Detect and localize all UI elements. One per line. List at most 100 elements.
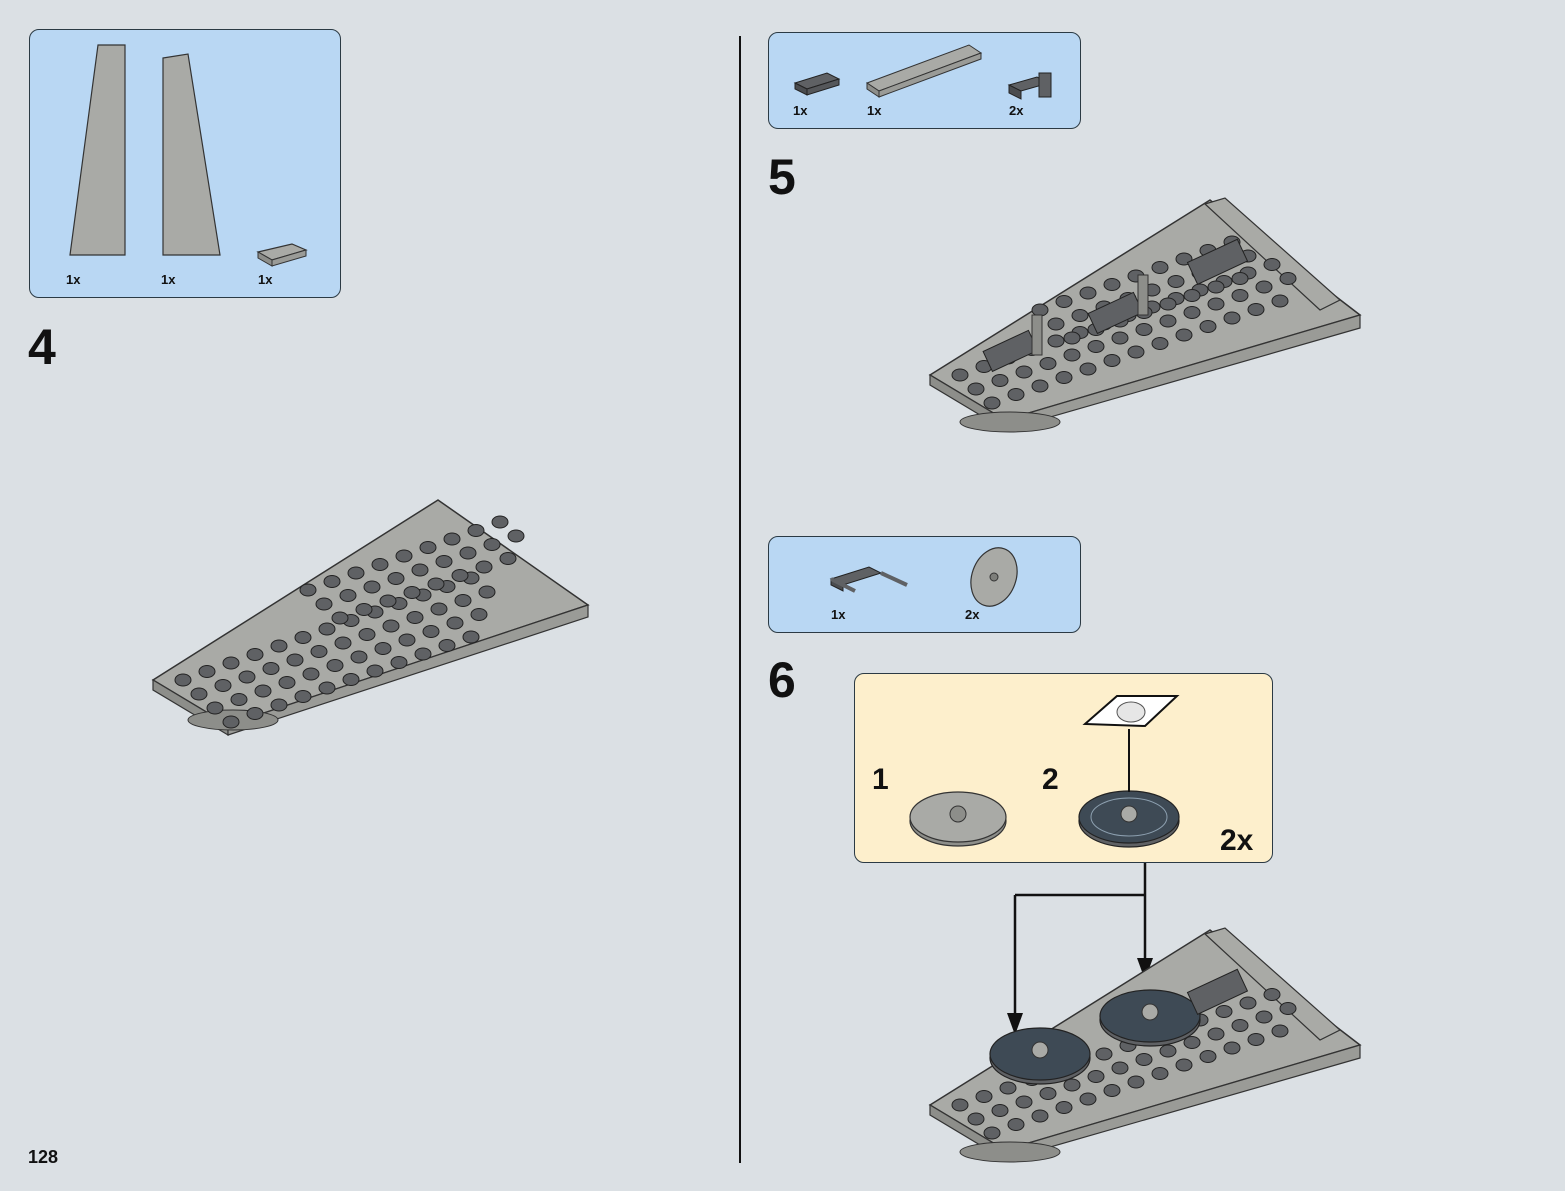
stud xyxy=(1239,996,1257,1010)
stud xyxy=(198,665,216,678)
stud xyxy=(1055,295,1073,308)
stud xyxy=(991,374,1009,387)
stud xyxy=(1039,1087,1057,1100)
stud xyxy=(1135,323,1153,336)
step6-number: 6 xyxy=(768,652,796,708)
stud xyxy=(350,650,368,664)
stud xyxy=(1159,314,1177,328)
stud xyxy=(1183,1036,1201,1049)
stud xyxy=(419,541,437,554)
stud xyxy=(1039,357,1057,370)
stud xyxy=(422,625,440,638)
stud xyxy=(238,670,256,684)
stud xyxy=(286,653,304,667)
stud xyxy=(1151,1067,1169,1080)
stud xyxy=(483,538,501,551)
stud xyxy=(1015,1095,1033,1109)
mounted-dish-right xyxy=(1099,989,1201,1047)
stud xyxy=(374,642,392,655)
step4-part1-qty: 1x xyxy=(66,272,81,287)
step4-number: 4 xyxy=(28,319,56,375)
stud xyxy=(1103,354,1121,367)
stud xyxy=(1263,258,1281,271)
step4-part2-qty: 1x xyxy=(161,272,176,287)
stud xyxy=(1055,1101,1073,1114)
step5-part2-qty: 1x xyxy=(867,103,882,118)
stud xyxy=(222,656,240,670)
stud xyxy=(507,529,525,543)
stud xyxy=(1215,1005,1233,1018)
stud xyxy=(1151,261,1169,274)
step5-number: 5 xyxy=(768,149,796,205)
stud xyxy=(1199,1050,1217,1063)
step6-parts-icons xyxy=(829,547,1018,607)
stud xyxy=(358,628,376,641)
stud xyxy=(366,664,384,678)
step6-parts-callout: 1x 2x xyxy=(768,536,1081,633)
stud xyxy=(398,633,416,647)
stud xyxy=(975,1090,993,1103)
stud xyxy=(1183,306,1201,319)
sub-step-2-number: 2 xyxy=(1042,763,1059,796)
stud xyxy=(1047,334,1065,348)
stud xyxy=(1207,297,1225,311)
stud xyxy=(278,676,296,689)
step5-model-illustration xyxy=(928,197,1362,433)
stud xyxy=(435,555,453,568)
stud xyxy=(1095,1047,1113,1061)
step4-model-illustration xyxy=(151,499,590,737)
stud xyxy=(430,602,448,616)
stud xyxy=(1207,280,1225,294)
stud xyxy=(190,687,208,701)
stud xyxy=(246,648,264,661)
step5-parts-callout: 1x 1x 2x xyxy=(768,32,1081,129)
stud xyxy=(262,662,280,675)
stud xyxy=(414,647,432,661)
stud xyxy=(318,622,336,636)
stud xyxy=(1031,379,1049,393)
stud xyxy=(454,594,472,607)
stud xyxy=(1279,1002,1297,1015)
stud xyxy=(411,563,429,577)
stud xyxy=(1055,371,1073,384)
stud xyxy=(967,382,985,396)
step6-part2-qty: 2x xyxy=(965,607,980,622)
stud xyxy=(1103,278,1121,291)
stud xyxy=(382,619,400,633)
stud xyxy=(462,630,480,644)
stud xyxy=(499,552,517,565)
stud xyxy=(1175,1058,1193,1072)
round-dish-icon xyxy=(970,547,1018,607)
step5-parts-icons xyxy=(793,44,1052,100)
stud xyxy=(1255,1010,1273,1024)
stud xyxy=(371,558,389,571)
stud xyxy=(478,585,496,599)
stud xyxy=(1271,294,1289,308)
stud xyxy=(1063,1078,1081,1092)
stud xyxy=(1223,1041,1241,1055)
stud xyxy=(427,577,445,591)
stud xyxy=(991,1104,1009,1117)
stud xyxy=(983,396,1001,410)
stud xyxy=(491,515,509,529)
stud xyxy=(1111,1061,1129,1075)
stud xyxy=(214,679,232,692)
stud xyxy=(1031,303,1049,317)
stud xyxy=(310,645,328,658)
stud xyxy=(1199,320,1217,333)
stud xyxy=(1103,1084,1121,1097)
sticker-icon xyxy=(1082,695,1180,792)
stud xyxy=(1247,1033,1265,1046)
stud xyxy=(1087,340,1105,353)
stud xyxy=(1159,1044,1177,1058)
page-number: 128 xyxy=(28,1147,59,1167)
step4-parts-callout: 1x 1x 1x xyxy=(29,29,341,298)
stud xyxy=(1167,275,1185,288)
stud xyxy=(323,575,341,588)
stud xyxy=(342,673,360,686)
stud xyxy=(334,636,352,650)
stud xyxy=(1207,1027,1225,1041)
stud xyxy=(1111,331,1129,345)
plain-dish-icon xyxy=(909,791,1007,847)
stud xyxy=(1127,345,1145,359)
